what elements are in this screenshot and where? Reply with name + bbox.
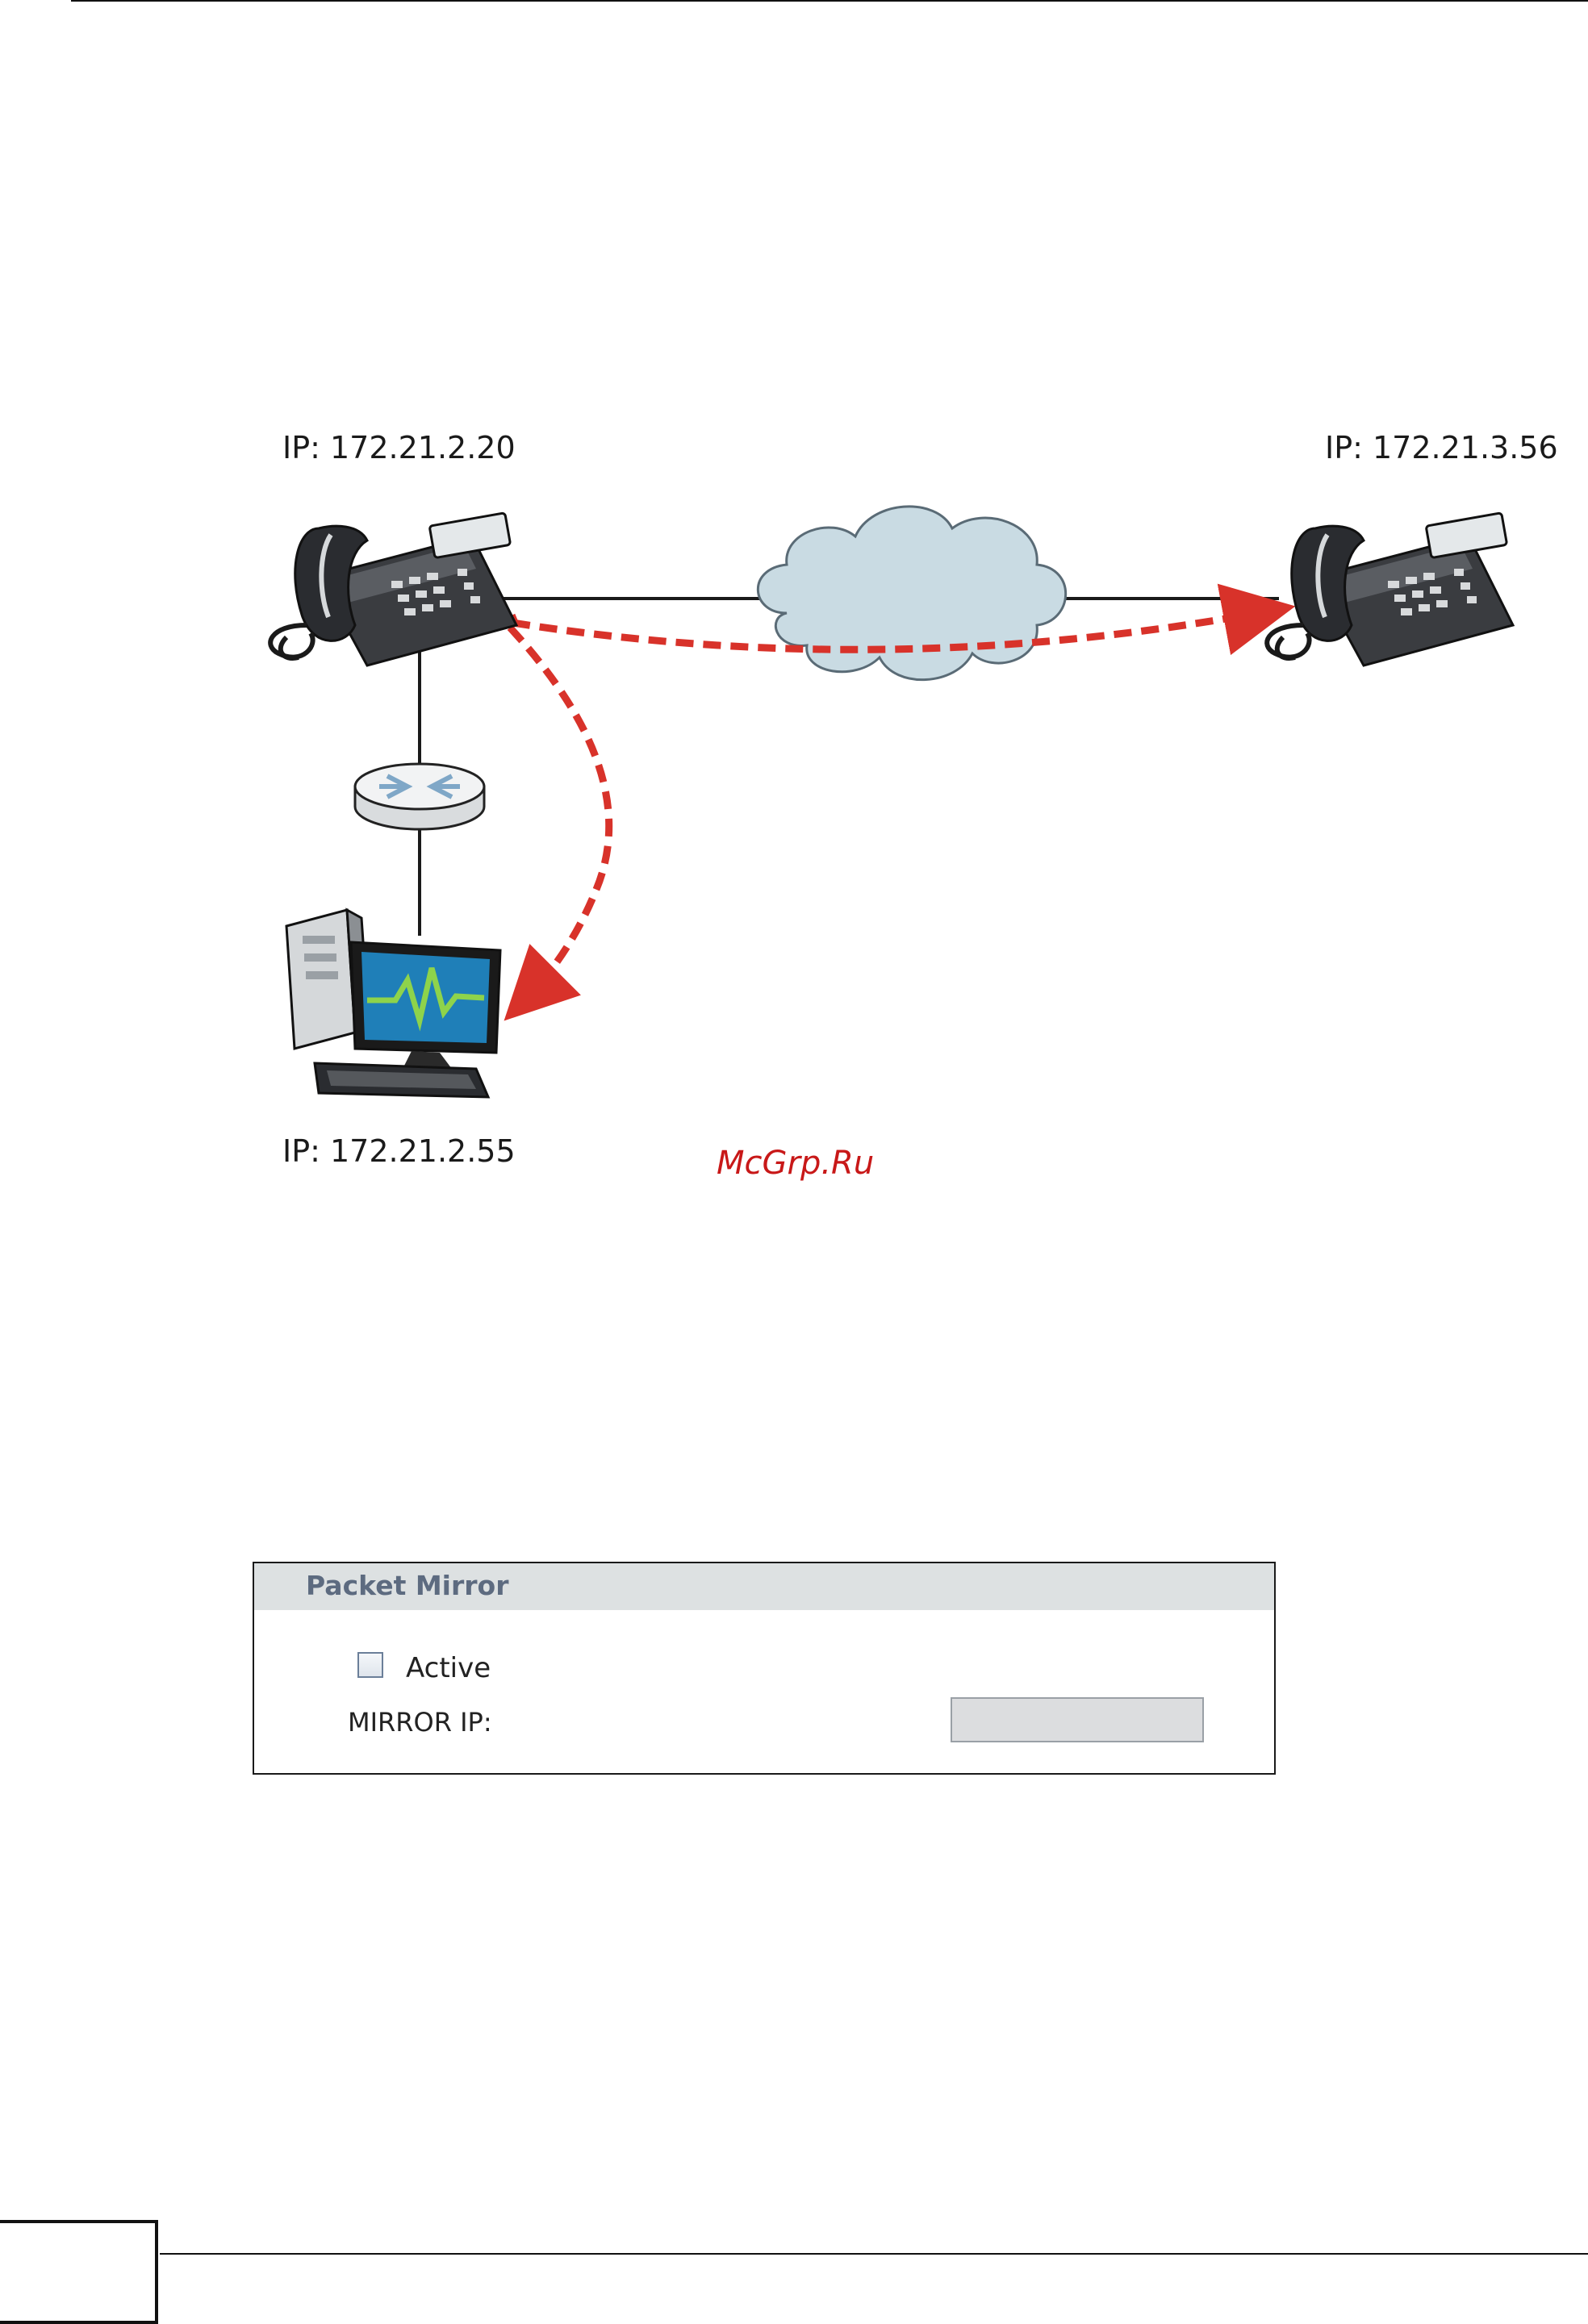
computer-ip-label: IP: 172.21.2.55: [282, 1133, 516, 1169]
panel-title: Packet Mirror: [306, 1570, 508, 1601]
page-number-box: [0, 2220, 158, 2324]
phone-icon-right: [1267, 513, 1513, 665]
phone-left-ip-label: IP: 172.21.2.20: [282, 430, 516, 465]
packet-mirror-panel: Packet Mirror Active MIRROR IP:: [253, 1562, 1276, 1775]
computer-icon: [286, 910, 500, 1097]
panel-header: Packet Mirror: [254, 1563, 1274, 1610]
active-checkbox[interactable]: [357, 1652, 383, 1678]
mirror-ip-label: MIRROR IP:: [348, 1707, 492, 1738]
internet-cloud-icon: [758, 507, 1065, 680]
router-icon: [355, 764, 484, 829]
footer-rule: [160, 2253, 1588, 2255]
phone-icon-left: [270, 513, 516, 665]
mirror-traffic-path: [507, 611, 1267, 1000]
active-label: Active: [406, 1652, 491, 1684]
packet-mirror-diagram: IP: 172.21.2.20 IP: 172.21.3.56 IP: 172.…: [0, 0, 1588, 1210]
mirror-ip-input[interactable]: [951, 1697, 1204, 1742]
watermark-text: McGrp.Ru: [717, 1145, 874, 1182]
phone-right-ip-label: IP: 172.21.3.56: [1325, 430, 1558, 465]
